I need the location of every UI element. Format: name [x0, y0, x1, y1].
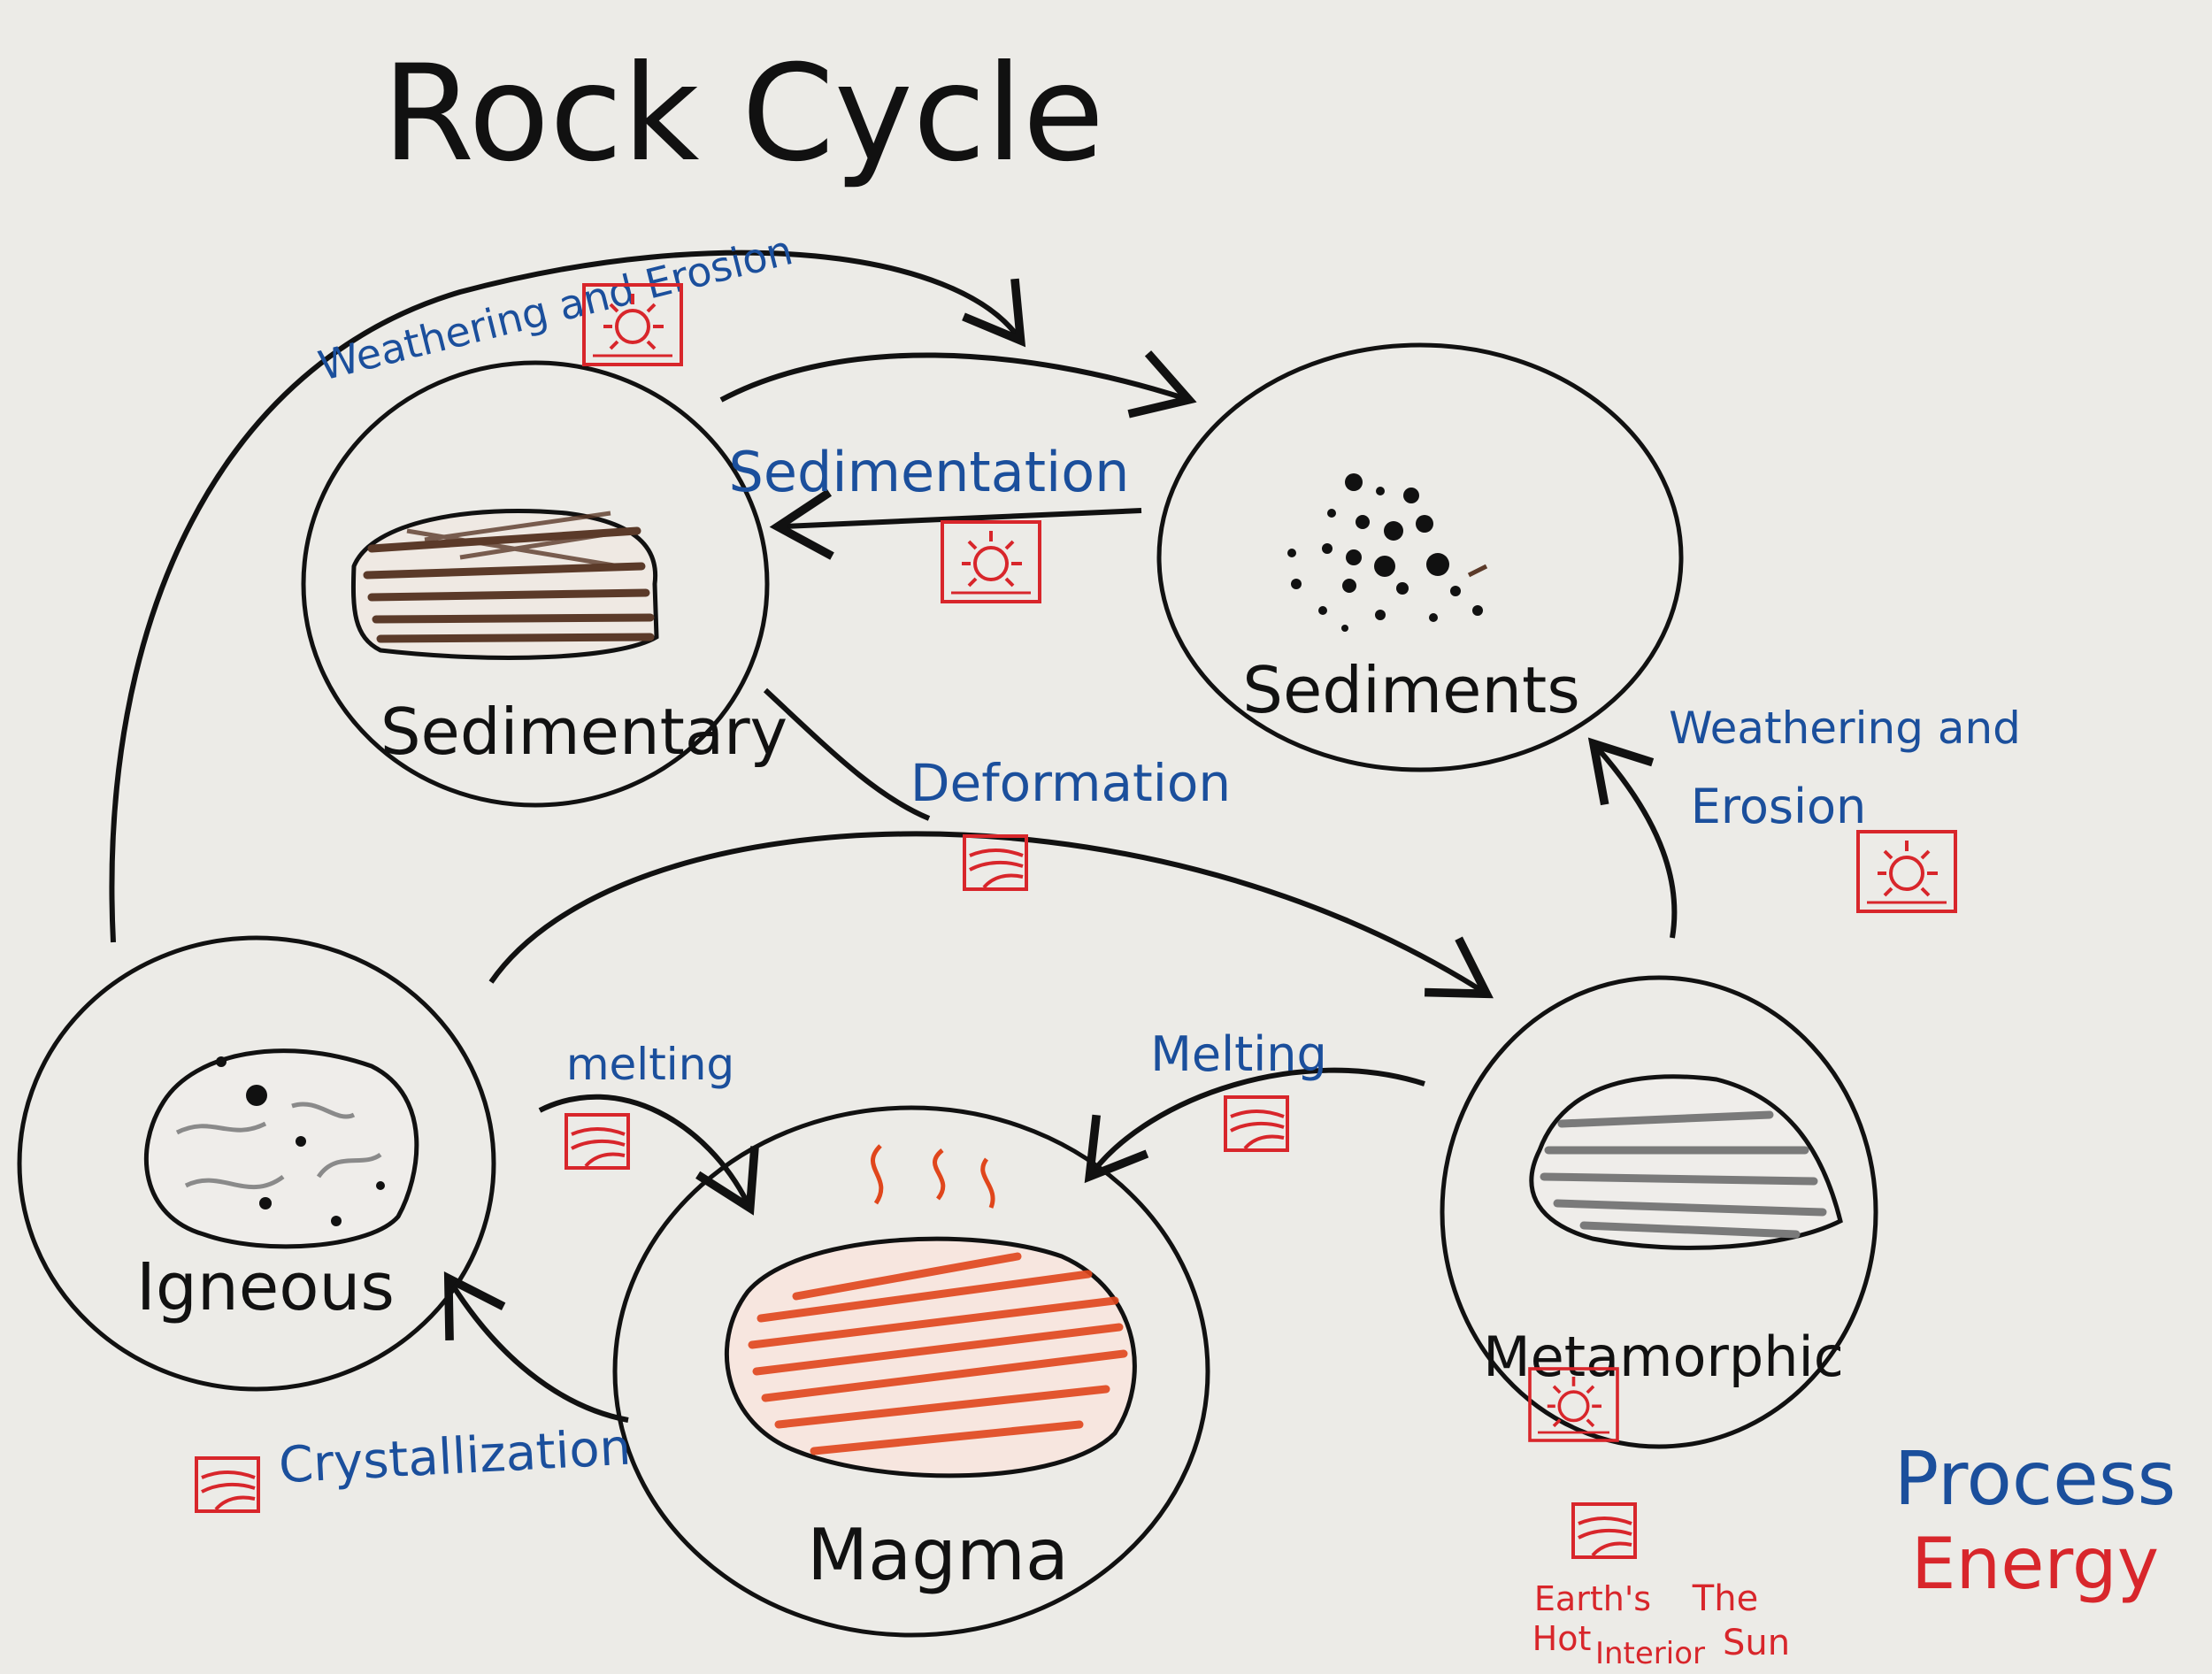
process-deformation: Deformation — [910, 753, 1231, 813]
earth-hot-interior-icon — [195, 1456, 260, 1513]
legend-process: Process — [1894, 1435, 2177, 1522]
magma-drawing — [725, 1144, 1137, 1478]
earth-hot-interior-icon — [1224, 1095, 1289, 1152]
magma-label: Magma — [807, 1514, 1069, 1596]
arrow-metamorphic-to-sediments — [1587, 737, 1678, 939]
arrow-sedimentary-top — [719, 350, 1197, 418]
metamorphic-label: Metamorphic — [1483, 1325, 1844, 1389]
metamorphic-rock-drawing — [1529, 1074, 1843, 1250]
node-igneous: Igneous — [17, 935, 496, 1392]
page-title: Rock Cycle — [382, 37, 1104, 191]
node-metamorphic: Metamorphic — [1440, 975, 1878, 1449]
legend-earth-line1: Earth's — [1534, 1579, 1651, 1618]
sedimentary-rock-drawing — [350, 509, 659, 660]
arrow-magma-to-igneous — [443, 1271, 629, 1423]
process-weathering-right-line1: Weathering and — [1669, 703, 2021, 754]
sun-icon — [1856, 830, 1957, 913]
process-melting-left: melting — [566, 1039, 734, 1090]
node-magma: Magma — [612, 1105, 1210, 1638]
process-crystallization: Crystallization — [277, 1419, 632, 1495]
legend-sun-line1: The — [1692, 1578, 1758, 1619]
igneous-label: Igneous — [136, 1249, 395, 1325]
process-weathering-right-line2: Erosion — [1691, 779, 1867, 834]
process-melting-right: Melting — [1150, 1026, 1327, 1082]
node-sedimentary: Sedimentary — [301, 360, 787, 808]
arrow-metamorphic-to-magma — [1084, 1067, 1425, 1184]
sedimentary-label: Sedimentary — [380, 695, 787, 769]
sediments-label: Sediments — [1242, 653, 1580, 727]
arrow-deformation-to-metamorphic — [488, 831, 1494, 999]
arrow-sediments-to-sedimentary — [769, 488, 1142, 560]
line-sedimentary-to-deformation — [763, 687, 931, 821]
earth-hot-interior-icon — [1571, 1502, 1637, 1559]
process-sedimentation: Sedimentation — [729, 440, 1130, 504]
legend: Earth's Hot Interior The Sun Process Ene… — [1528, 1367, 2177, 1671]
earth-hot-interior-icon — [565, 1113, 630, 1170]
legend-earth-line2: Hot — [1532, 1619, 1592, 1658]
igneous-rock-drawing — [144, 1048, 419, 1249]
legend-energy: Energy — [1911, 1523, 2159, 1605]
arrow-igneous-to-magma — [538, 1094, 759, 1216]
node-sediments: Sediments — [1156, 342, 1684, 772]
sediment-particles — [1287, 473, 1483, 632]
earth-hot-interior-icon — [963, 834, 1028, 891]
arrow-igneous-to-sediments — [109, 250, 1026, 943]
sun-icon — [941, 520, 1041, 603]
legend-sun-line2: Sun — [1723, 1623, 1790, 1663]
legend-earth-line3: Interior — [1595, 1636, 1705, 1671]
